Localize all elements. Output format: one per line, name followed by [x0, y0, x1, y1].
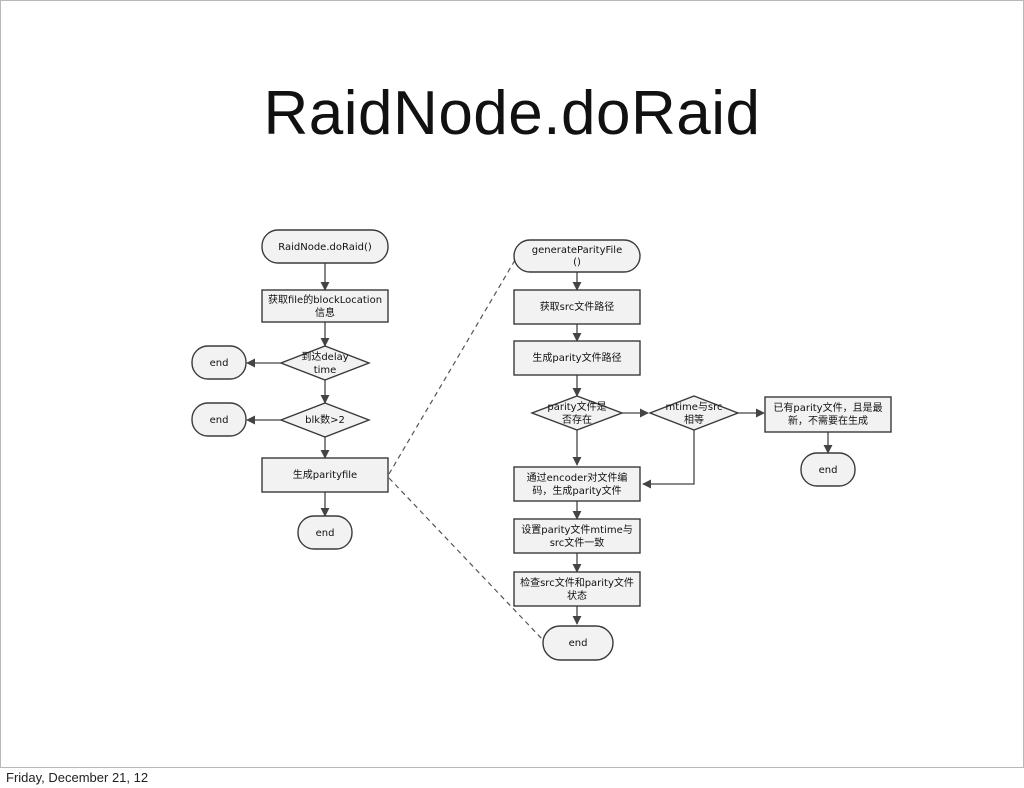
node-left-start: RaidNode.doRaid() [261, 229, 389, 264]
node-gen-parity-label: 生成parityfile [293, 468, 357, 481]
node-check-status: 检查src文件和parity文件 状态 [513, 571, 641, 607]
slide-title: RaidNode.doRaid [263, 79, 761, 148]
node-mtime-check-line1: mtime与src [666, 401, 723, 413]
node-delay-check-line2: time [314, 365, 337, 376]
node-set-mtime: 设置parity文件mtime与 src文件一致 [513, 518, 641, 554]
node-right-end: end [542, 625, 614, 661]
node-right-end-label: end [569, 638, 588, 649]
node-get-location-line1: 获取file的blockLocation [268, 293, 382, 306]
slide-frame [0, 0, 1024, 768]
node-src-path-label: 获取src文件路径 [540, 300, 615, 313]
node-end-latest: end [800, 452, 856, 487]
flowchart-diagram: RaidNode.doRaid() 获取file的blockLocation 信… [191, 229, 892, 661]
right-flow-edges [572, 272, 833, 625]
node-exists-check-line1: parity文件是 [547, 400, 606, 413]
node-delay-check: 到达delay time [279, 345, 371, 381]
node-delay-check-line1: 到达delay [301, 351, 348, 363]
edge-mtime-to-encode [642, 430, 695, 489]
node-set-mtime-line2: src文件一致 [550, 536, 605, 549]
node-encode-line1: 通过encoder对文件编 [527, 471, 628, 484]
node-right-start-line1: generateParityFile [532, 245, 622, 256]
node-blk-check: blk数>2 [279, 402, 371, 438]
node-exists-check-line2: 否存在 [562, 413, 592, 426]
node-get-location-line2: 信息 [315, 306, 335, 319]
node-right-start-line2: () [573, 257, 581, 268]
node-end-blk: end [191, 402, 247, 437]
node-get-location: 获取file的blockLocation 信息 [261, 289, 389, 323]
node-end-delay-label: end [210, 358, 229, 369]
node-right-start: generateParityFile () [513, 239, 641, 273]
node-check-status-line1: 检查src文件和parity文件 [520, 576, 634, 589]
node-mtime-check-line2: 相等 [684, 413, 704, 426]
node-mtime-check: mtime与src 相等 [648, 395, 740, 431]
node-end-delay: end [191, 345, 247, 380]
node-set-mtime-line1: 设置parity文件mtime与 [521, 523, 633, 536]
footer-date: Friday, December 21, 12 [6, 770, 149, 785]
node-left-end: end [297, 515, 353, 550]
dashed-link-top [388, 254, 519, 475]
node-gen-parity: 生成parityfile [261, 457, 389, 493]
node-encode-line2: 码，生成parity文件 [532, 484, 621, 497]
node-already-latest-line1: 已有parity文件，且是最 [773, 401, 882, 414]
node-parity-path: 生成parity文件路径 [513, 340, 641, 376]
node-encode: 通过encoder对文件编 码，生成parity文件 [513, 466, 641, 502]
node-end-blk-label: end [210, 415, 229, 426]
dashed-link-bottom [388, 477, 544, 641]
node-check-status-line2: 状态 [567, 589, 587, 602]
left-flow-edges [246, 263, 330, 517]
node-exists-check: parity文件是 否存在 [530, 395, 624, 431]
node-parity-path-label: 生成parity文件路径 [532, 351, 621, 364]
node-already-latest-line2: 新，不需要在生成 [788, 414, 868, 427]
node-already-latest: 已有parity文件，且是最 新，不需要在生成 [764, 396, 892, 433]
node-src-path: 获取src文件路径 [513, 289, 641, 325]
node-left-start-label: RaidNode.doRaid() [278, 242, 372, 253]
node-blk-check-label: blk数>2 [305, 413, 345, 426]
node-end-latest-label: end [819, 465, 838, 476]
node-left-end-label: end [316, 528, 335, 539]
